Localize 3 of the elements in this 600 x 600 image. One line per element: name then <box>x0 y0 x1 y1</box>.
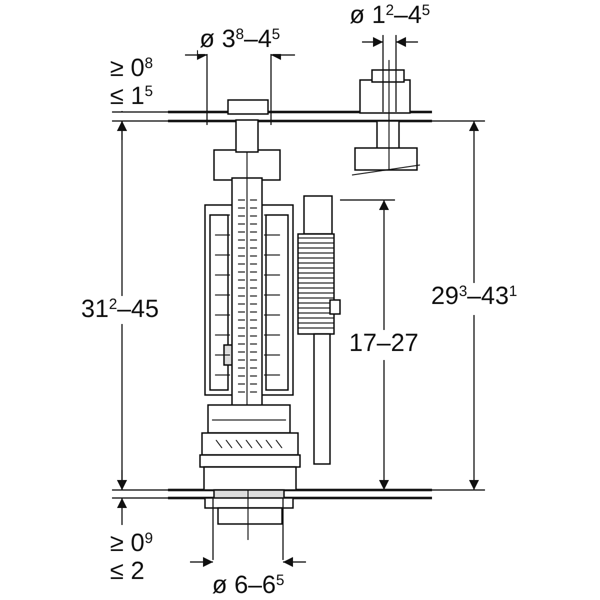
dimension-label: ≤ 1$^{5}$ <box>108 83 155 110</box>
diameter-label: ø 3$^{8}$–4$^{5}$ <box>198 26 282 54</box>
dimension-label: 31$^{2}$–45 <box>79 296 161 324</box>
